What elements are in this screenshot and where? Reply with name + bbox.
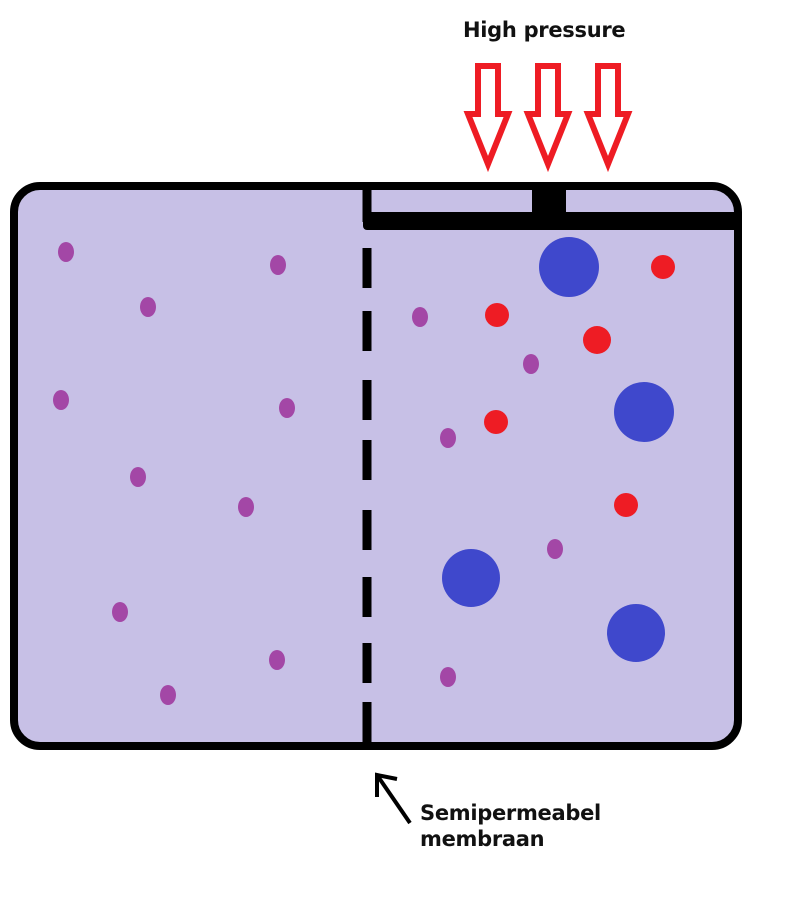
- membrane-dash: [362, 440, 372, 480]
- small-solute-particle: [651, 255, 675, 279]
- solvent-particle: [238, 497, 254, 517]
- down-arrow-icon: [523, 63, 573, 173]
- large-solute-particle: [607, 604, 665, 662]
- solvent-particle: [112, 602, 128, 622]
- solvent-particle: [440, 428, 456, 448]
- membrane-label-line1: Semipermeabel: [420, 801, 601, 825]
- high-pressure-label: High pressure: [463, 18, 626, 42]
- membrane-dash: [362, 510, 372, 550]
- solvent-particle: [53, 390, 69, 410]
- membrane-dash: [362, 702, 372, 742]
- down-arrow-icon: [583, 63, 633, 173]
- solvent-particle: [440, 667, 456, 687]
- down-arrow-icon: [463, 63, 513, 173]
- piston-stem: [532, 184, 566, 214]
- solvent-particle: [270, 255, 286, 275]
- membrane-pointer-arrow-icon: [375, 772, 412, 825]
- large-solute-particle: [539, 237, 599, 297]
- solvent-particle: [130, 467, 146, 487]
- membrane-dash: [362, 577, 372, 617]
- semipermeable-membrane: [362, 186, 372, 742]
- piston-plate: [363, 212, 742, 230]
- solvent-particle: [269, 650, 285, 670]
- solvent-particle: [140, 297, 156, 317]
- pointer-shaft: [375, 773, 412, 825]
- solvent-particle: [547, 539, 563, 559]
- solvent-particle: [279, 398, 295, 418]
- solvent-particle: [58, 242, 74, 262]
- piston: [363, 184, 742, 230]
- solvent-particle: [412, 307, 428, 327]
- pointer-head: [375, 772, 398, 797]
- membrane-top-segment: [362, 186, 372, 222]
- small-solute-particle: [614, 493, 638, 517]
- solvent-particle: [523, 354, 539, 374]
- solvent-particle: [160, 685, 176, 705]
- membrane-label-line2: membraan: [420, 827, 545, 852]
- small-solute-particle: [485, 303, 509, 327]
- large-solute-particle: [442, 549, 500, 607]
- small-solute-particle: [583, 326, 611, 354]
- membrane-dash: [362, 380, 372, 420]
- large-solute-particle: [614, 382, 674, 442]
- container-box: [10, 182, 742, 750]
- small-solute-particle: [484, 410, 508, 434]
- particles: [53, 237, 675, 705]
- container: [10, 182, 742, 750]
- membrane-dash: [362, 643, 372, 683]
- membrane-dash: [362, 248, 372, 288]
- pressure-arrows: [463, 63, 633, 173]
- membrane-label: Semipermeabel membraan: [420, 800, 601, 853]
- membrane-dash: [362, 311, 372, 351]
